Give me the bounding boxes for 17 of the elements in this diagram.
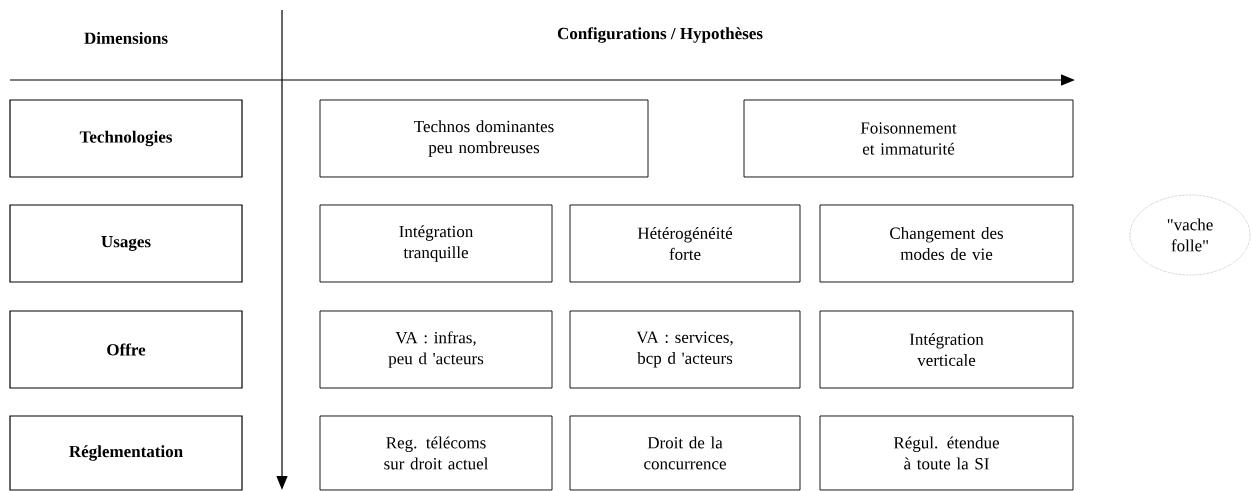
hypothesis-box: VA : infras, peu d 'acteurs bbox=[319, 310, 553, 389]
column-header: Configurations / Hypothèses bbox=[557, 27, 763, 43]
hypothesis-box: VA : services, bcp d 'acteurs bbox=[569, 310, 801, 389]
hypothesis-box: Droit de la concurrence bbox=[569, 415, 801, 491]
hypothesis-box: Intégration tranquille bbox=[319, 204, 553, 283]
dimension-box: Réglementation bbox=[9, 415, 243, 491]
hypothesis-box: Reg. télécoms sur droit actuel bbox=[319, 415, 553, 491]
hypothesis-box: Foisonnement et immaturité bbox=[743, 99, 1074, 178]
hypothesis-box: Régul. étendue à toute la SI bbox=[819, 415, 1074, 491]
dimension-box: Usages bbox=[9, 204, 243, 283]
dimension-box: Offre bbox=[9, 310, 243, 389]
dimension-box: Technologies bbox=[9, 99, 243, 178]
hypothesis-box: Technos dominantes peu nombreuses bbox=[319, 99, 649, 178]
column-header: Dimensions bbox=[84, 32, 168, 44]
hypothesis-box: Changement des modes de vie bbox=[819, 204, 1074, 283]
hypothesis-box: Hétérogénéité forte bbox=[569, 204, 801, 283]
hypothesis-box: Intégration verticale bbox=[819, 310, 1074, 389]
